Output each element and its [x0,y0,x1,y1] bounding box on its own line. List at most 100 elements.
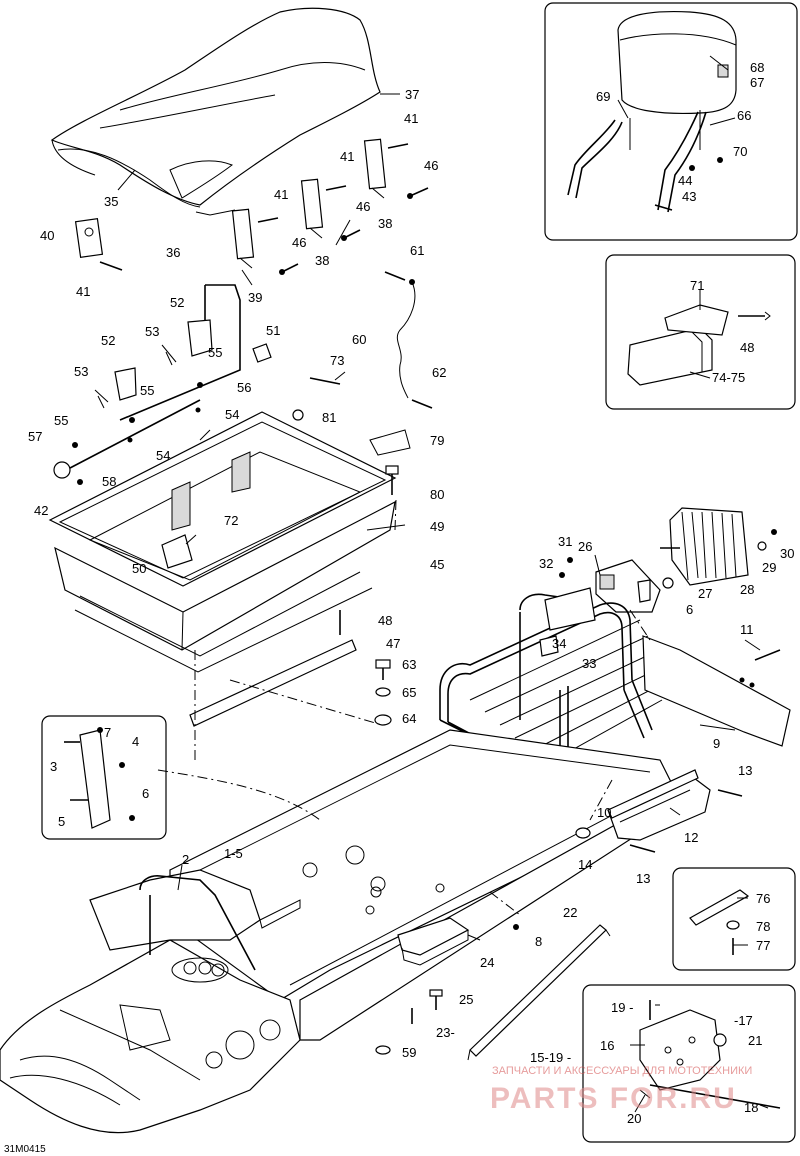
callout-55: 55 [140,383,154,398]
callout-32: 32 [539,556,553,571]
side-rails [575,769,743,853]
callout-18: 18 [744,1100,758,1115]
callout-8: 8 [535,934,542,949]
callout-20: 20 [627,1111,641,1126]
callout-29: 29 [762,560,776,575]
watermark-logo: PARTS FOR.RU [490,1082,737,1115]
callout-1-5: 1-5 [224,846,243,861]
callout-46: 46 [356,199,370,214]
callout-62: 62 [432,365,446,380]
alignment-lines [157,499,651,916]
callout-27: 27 [698,586,712,601]
callout-23: 23- [436,1025,455,1040]
callout-78: 78 [756,919,770,934]
callout-63: 63 [402,657,416,672]
leader-lines [117,55,769,1113]
storage-box [48,411,411,727]
fastener-stack [339,610,392,726]
callout-43: 43 [682,189,696,204]
callout-13: 13 [636,871,650,886]
callout-53: 53 [74,364,88,379]
callout-36: 36 [166,245,180,260]
callout-19: 19 - [611,1000,633,1015]
callout-80: 80 [430,487,444,502]
latch-assembly [53,284,341,485]
callout-15-19: 15-19 - [530,1050,571,1065]
callout-49: 49 [430,519,444,534]
callout-60: 60 [352,332,366,347]
inset-backrest [544,2,798,241]
inset-reflector [605,254,796,410]
callout-59: 59 [402,1045,416,1060]
callout-7: 7 [104,725,111,740]
callout-81: 81 [322,410,336,425]
callout-4: 4 [132,734,139,749]
callout-28: 28 [740,582,754,597]
callout-45: 45 [430,557,444,572]
diagram-code: 31M0415 [4,1144,46,1155]
callout-79: 79 [430,433,444,448]
callout-73: 73 [330,353,344,368]
callout-48: 48 [378,613,392,628]
callout-6: 6 [142,786,149,801]
callout-44: 44 [678,173,692,188]
callout-13: 13 [738,763,752,778]
hinge-brackets [74,138,429,275]
callout-61: 61 [410,243,424,258]
callout-77: 77 [756,938,770,953]
callout-58: 58 [102,474,116,489]
callout-10: 10 [597,805,611,820]
callout-labels: 37 35 40 36 41 41 41 41 46 46 46 38 38 3… [28,60,794,1126]
callout-31: 31 [558,534,572,549]
inset-hitch [582,984,796,1143]
callout-11: 11 [740,622,754,637]
callout-54: 54 [156,448,170,463]
inset-lower-right [672,867,796,971]
callout-24: 24 [480,955,494,970]
callout-41: 41 [76,284,90,299]
callout-25: 25 [459,992,473,1007]
callout-38: 38 [315,253,329,268]
callout-6: 6 [686,602,693,617]
callout-2: 2 [182,852,189,867]
callout-38: 38 [378,216,392,231]
ground-wire [384,271,433,409]
callout-52: 52 [170,295,184,310]
callout-54: 54 [225,407,239,422]
callout-64: 64 [402,711,416,726]
callout-47: 47 [386,636,400,651]
callout-22: 22 [563,905,577,920]
seat-part [50,7,381,208]
callout-55: 55 [208,345,222,360]
light-bracket [559,557,674,613]
callout-37: 37 [405,87,419,102]
callout-66: 66 [737,108,751,123]
tunnel-frame [169,729,681,1041]
callout-53: 53 [145,324,159,339]
slide-rail [375,924,611,1061]
callout-46: 46 [424,158,438,173]
callout-51: 51 [266,323,280,338]
callout-52: 52 [101,333,115,348]
callout-57: 57 [28,429,42,444]
callout-65: 65 [402,685,416,700]
callout-55: 55 [54,413,68,428]
callout-34: 34 [552,636,566,651]
callout-70: 70 [733,144,747,159]
callout-3: 3 [50,759,57,774]
callout-76: 76 [756,891,770,906]
watermark-caption: ЗАПЧАСТИ И АКСЕССУАРЫ ДЛЯ МОТОТЕХНИКИ [492,1065,752,1077]
callout-48: 48 [740,340,754,355]
callout-30: 30 [780,546,794,561]
callout-40: 40 [40,228,54,243]
callout-26: 26 [578,539,592,554]
callout-5: 5 [58,814,65,829]
callout-39: 39 [248,290,262,305]
callout-33: 33 [582,656,596,671]
front-chassis [0,869,301,1134]
callout-50: 50 [132,561,146,576]
callout-56: 56 [237,380,251,395]
tail-light [660,507,777,586]
callout-72: 72 [224,513,238,528]
